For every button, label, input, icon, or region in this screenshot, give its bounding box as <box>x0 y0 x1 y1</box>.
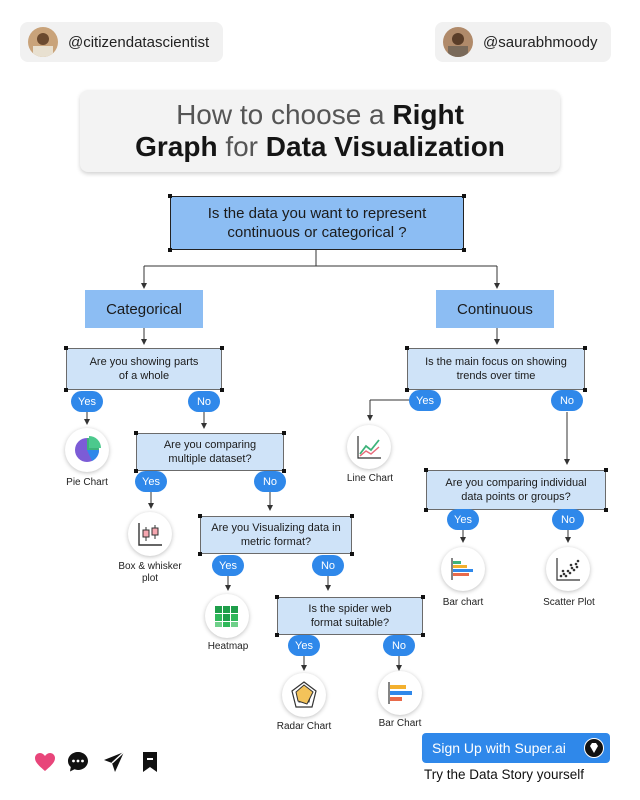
no-pill: No <box>552 509 584 530</box>
box-corner-marker <box>405 388 409 392</box>
result-label-line: Line Chart <box>346 473 394 484</box>
no-pill: No <box>188 391 220 412</box>
page-title: How to choose a Right Graph for Data Vis… <box>80 90 560 172</box>
no-pill: No <box>312 555 344 576</box>
bar-chart-icon <box>441 547 485 591</box>
box-corner-marker <box>168 194 172 198</box>
question-text: Are you Visualizing data in metric forma… <box>211 522 341 548</box>
box-corner-marker <box>134 431 138 435</box>
box-corner-marker <box>421 633 425 637</box>
box-corner-marker <box>604 508 608 512</box>
title-part: Data Visualization <box>265 131 505 162</box>
handle-left-text: @citizendatascientist <box>68 33 210 51</box>
box-corner-marker <box>604 468 608 472</box>
question-parts-of-whole: Are you showing parts of a whole <box>64 346 224 392</box>
yes-pill: Yes <box>447 509 479 530</box>
box-corner-marker <box>421 595 425 599</box>
title-part: Right <box>392 99 464 130</box>
box-corner-marker <box>424 468 428 472</box>
no-pill: No <box>383 635 415 656</box>
scatter-plot-icon <box>546 547 590 591</box>
root-question-box: Is the data you want to represent contin… <box>168 194 466 252</box>
pie-chart-icon <box>65 428 109 472</box>
box-whisker-icon <box>128 512 172 556</box>
box-corner-marker <box>583 346 587 350</box>
sign-up-label: Sign Up with Super.ai <box>432 740 566 756</box>
question-metric-format: Are you Visualizing data in metric forma… <box>198 514 354 556</box>
send-icon[interactable] <box>102 750 126 774</box>
heart-icon[interactable] <box>33 750 57 774</box>
question-comparing-datasets: Are you comparing multiple dataset? <box>134 431 286 473</box>
heatmap-icon <box>205 594 249 638</box>
box-corner-marker <box>275 595 279 599</box>
question-trends-over-time: Is the main focus on showing trends over… <box>405 346 587 392</box>
title-part: for <box>225 131 266 162</box>
handle-chip-right[interactable]: @saurabhmoody <box>435 22 612 62</box>
bar-chart-icon <box>378 671 422 715</box>
title-part: How to choose a <box>176 99 393 130</box>
root-question-text: Is the data you want to represent contin… <box>207 205 427 241</box>
diamond-icon <box>584 738 604 758</box>
yes-pill: Yes <box>288 635 320 656</box>
box-corner-marker <box>350 514 354 518</box>
box-corner-marker <box>462 248 466 252</box>
box-corner-marker <box>64 346 68 350</box>
result-label-bar-right: Bar chart <box>442 597 484 608</box>
no-pill: No <box>551 390 583 411</box>
box-corner-marker <box>134 469 138 473</box>
handle-right-text: @saurabhmoody <box>483 33 598 51</box>
box-corner-marker <box>198 514 202 518</box>
bookmark-icon[interactable] <box>138 750 162 774</box>
result-label-radar: Radar Chart <box>276 721 332 732</box>
sign-up-button[interactable]: Sign Up with Super.ai <box>422 733 610 763</box>
categorical-box: Categorical <box>85 290 203 328</box>
box-corner-marker <box>168 248 172 252</box>
result-label-pie: Pie Chart <box>66 477 108 488</box>
result-label-bar-left: Bar Chart <box>378 718 422 729</box>
handle-chip-left[interactable]: @citizendatascientist <box>20 22 224 62</box>
radar-chart-icon <box>282 673 326 717</box>
box-corner-marker <box>275 633 279 637</box>
box-corner-marker <box>462 194 466 198</box>
yes-pill: Yes <box>409 390 441 411</box>
question-text: Are you comparing individual data points… <box>445 477 587 503</box>
question-text: Are you comparing multiple dataset? <box>163 439 257 465</box>
no-pill: No <box>254 471 286 492</box>
result-label-scatter: Scatter Plot <box>543 597 595 608</box>
box-corner-marker <box>583 388 587 392</box>
box-corner-marker <box>220 388 224 392</box>
box-corner-marker <box>350 552 354 556</box>
question-individual-points: Are you comparing individual data points… <box>424 468 608 512</box>
cta-subtitle: Try the Data Story yourself <box>424 767 585 782</box>
question-spider-web: Is the spider web format suitable? <box>275 595 425 637</box>
box-corner-marker <box>424 508 428 512</box>
continuous-label: Continuous <box>457 300 533 318</box>
comment-icon[interactable] <box>66 750 90 774</box>
yes-pill: Yes <box>135 471 167 492</box>
line-chart-icon <box>347 425 391 469</box>
box-corner-marker <box>405 346 409 350</box>
result-label-box: Box & whisker plot <box>118 561 182 584</box>
avatar <box>443 27 473 57</box>
box-corner-marker <box>282 469 286 473</box>
question-text: Is the main focus on showing trends over… <box>425 356 567 382</box>
question-text: Are you showing parts of a whole <box>89 356 199 382</box>
yes-pill: Yes <box>212 555 244 576</box>
continuous-box: Continuous <box>436 290 554 328</box>
result-label-heatmap: Heatmap <box>207 641 249 652</box>
yes-pill: Yes <box>71 391 103 412</box>
box-corner-marker <box>64 388 68 392</box>
categorical-label: Categorical <box>106 300 182 318</box>
avatar <box>28 27 58 57</box>
box-corner-marker <box>220 346 224 350</box>
box-corner-marker <box>282 431 286 435</box>
title-part: Graph <box>135 131 226 162</box>
box-corner-marker <box>198 552 202 556</box>
question-text: Is the spider web format suitable? <box>308 603 392 629</box>
